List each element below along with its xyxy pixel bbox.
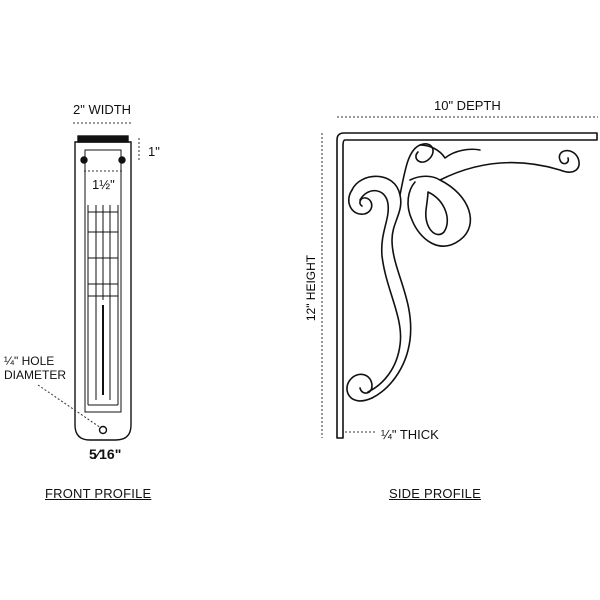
front-bottom-label: 5⁄16" bbox=[89, 446, 122, 462]
front-inner-recess bbox=[84, 149, 122, 413]
front-hole-spacing-label: 1½" bbox=[92, 177, 115, 192]
front-width-label: 2" WIDTH bbox=[73, 102, 132, 117]
front-top-label: 1" bbox=[148, 144, 160, 159]
side-depth-label: 10" DEPTH bbox=[434, 98, 501, 113]
front-profile-caption: FRONT PROFILE bbox=[45, 486, 152, 501]
side-thick-label: ¼" THICK bbox=[381, 427, 439, 442]
side-height-label: 12" HEIGHT bbox=[304, 254, 318, 322]
side-upper-curl bbox=[399, 143, 472, 247]
front-hole-bottom bbox=[98, 425, 108, 435]
front-lattice bbox=[87, 205, 119, 406]
front-hole-right bbox=[118, 156, 126, 164]
side-top-link bbox=[419, 144, 481, 159]
side-top-left-spiral bbox=[348, 189, 373, 215]
side-profile-caption: SIDE PROFILE bbox=[389, 486, 481, 501]
front-hole-leader bbox=[37, 384, 102, 429]
side-main-scroll bbox=[351, 175, 412, 399]
front-hole-label-line2: DIAMETER bbox=[4, 368, 67, 382]
front-top-cap bbox=[77, 135, 129, 143]
front-plate-outline bbox=[74, 141, 132, 441]
front-hole-left bbox=[80, 156, 88, 164]
side-l-frame bbox=[336, 132, 598, 439]
front-hole-label-line1: ¼" HOLE bbox=[4, 354, 55, 368]
side-bottom-spiral bbox=[346, 373, 373, 402]
side-teardrop bbox=[425, 191, 449, 236]
side-right-spiral bbox=[439, 149, 580, 181]
